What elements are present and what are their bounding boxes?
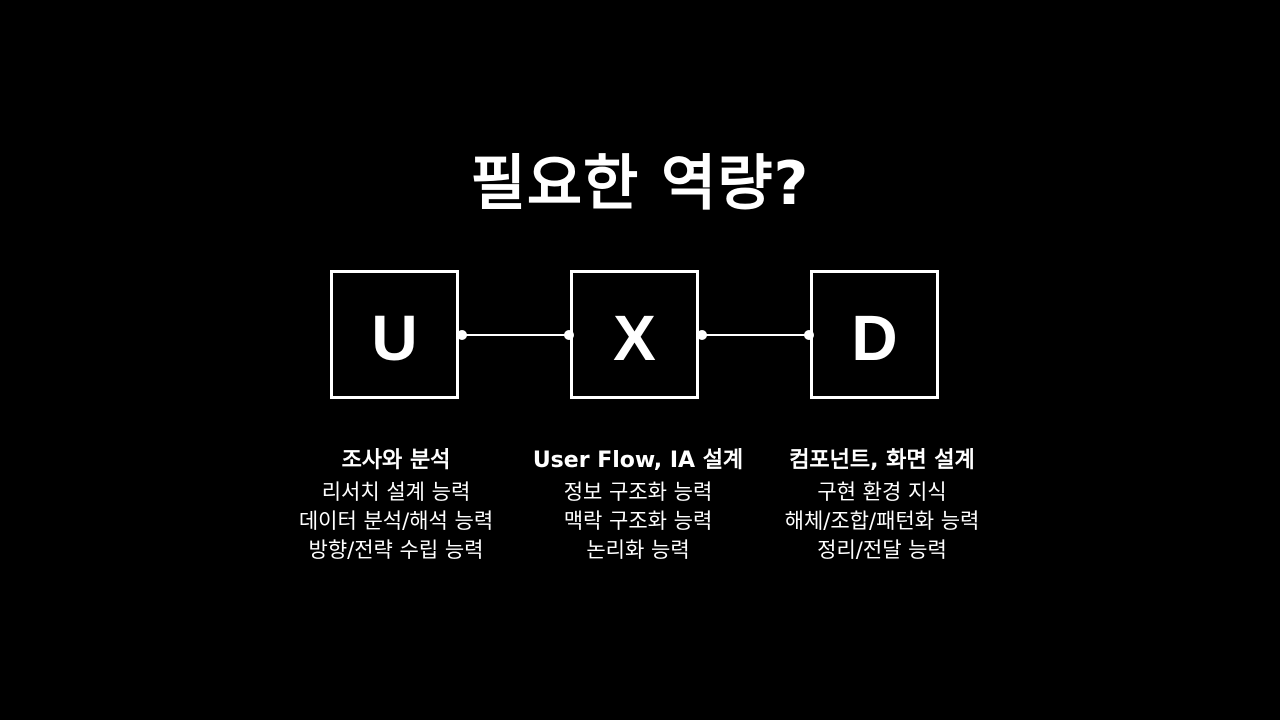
caption-item: 논리화 능력 (586, 538, 690, 562)
caption-item: 리서치 설계 능력 (321, 480, 471, 504)
letter-box-u: U (330, 270, 459, 399)
connector-dot (697, 330, 707, 340)
connector-u-x (462, 334, 570, 336)
connector-dot (457, 330, 467, 340)
caption-heading: 조사와 분석 (341, 448, 451, 473)
connector-x-d (702, 334, 810, 336)
letter-x: X (613, 301, 656, 374)
caption-x: User Flow, IA 설계 정보 구조화 능력 맥락 구조화 능력 논리화… (508, 444, 768, 565)
caption-item: 정보 구조화 능력 (563, 480, 713, 504)
caption-heading: 컴포넌트, 화면 설계 (789, 448, 975, 473)
caption-item: 정리/전달 능력 (817, 538, 947, 562)
connector-dot (564, 330, 574, 340)
caption-d: 컴포넌트, 화면 설계 구현 환경 지식 해체/조합/패턴화 능력 정리/전달 … (752, 444, 1012, 565)
letter-u: U (371, 301, 418, 374)
letter-d: D (851, 301, 898, 374)
caption-item: 해체/조합/패턴화 능력 (784, 509, 980, 533)
caption-heading: User Flow, IA 설계 (532, 448, 744, 473)
letter-box-x: X (570, 270, 699, 399)
page-title: 필요한 역량? (470, 149, 810, 219)
letter-box-d: D (810, 270, 939, 399)
caption-item: 구현 환경 지식 (817, 480, 947, 504)
caption-item: 데이터 분석/해석 능력 (298, 509, 494, 533)
caption-item: 맥락 구조화 능력 (563, 509, 713, 533)
caption-item: 방향/전략 수립 능력 (308, 538, 484, 562)
connector-dot (804, 330, 814, 340)
caption-u: 조사와 분석 리서치 설계 능력 데이터 분석/해석 능력 방향/전략 수립 능… (266, 444, 526, 565)
